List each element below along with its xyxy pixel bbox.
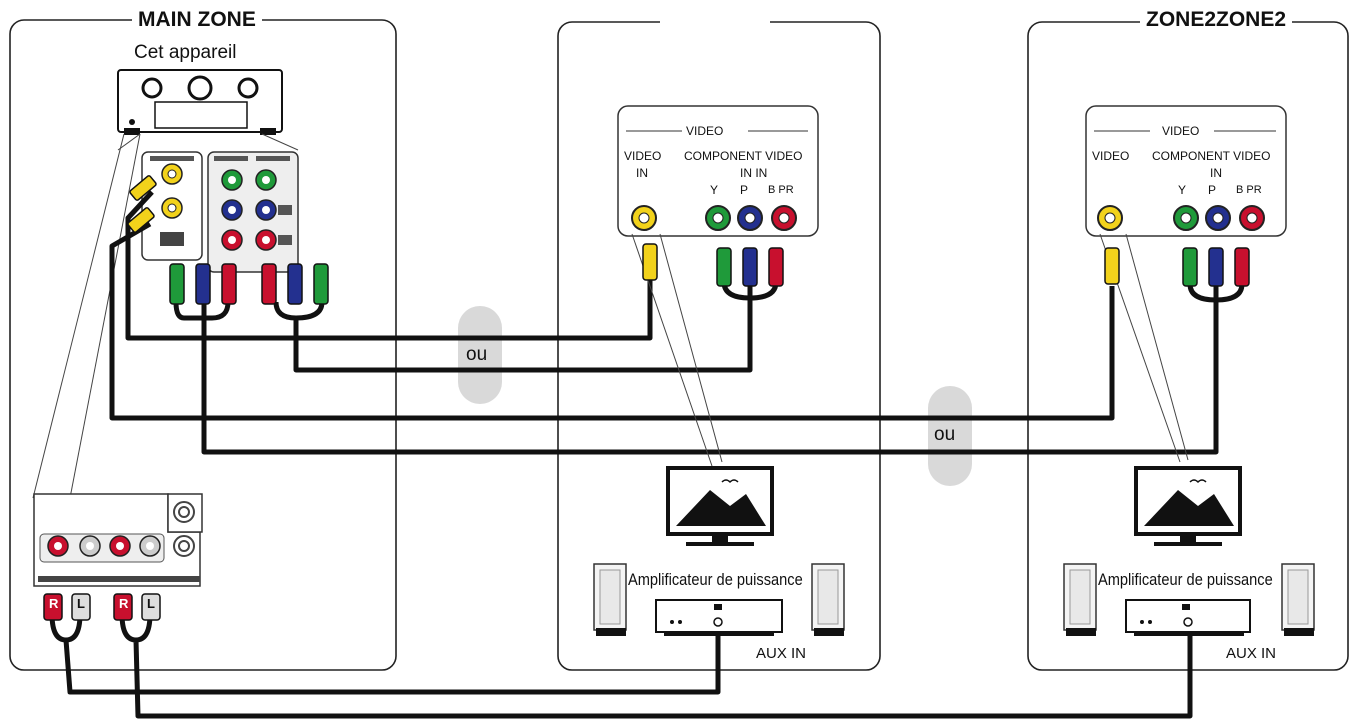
plug-l-label: L: [77, 596, 85, 611]
device-label: Cet appareil: [134, 42, 237, 63]
zone2-y-label: Y: [1178, 183, 1187, 197]
audio-plugs: [43, 593, 161, 621]
main-zone-title: MAIN ZONE: [132, 6, 262, 34]
zone2-pb-label: P: [1208, 183, 1217, 197]
tv-icon: [1134, 466, 1242, 546]
cable-video-main-mid: [125, 190, 653, 341]
amplifier-icon: [1125, 599, 1251, 636]
mid-video-in-label: VIDEO: [624, 149, 662, 163]
zone2-video-in-label: VIDEO: [1092, 149, 1130, 163]
zone2-video-group-title: VIDEO: [1162, 124, 1200, 138]
zone2-amp-label: Amplificateur de puissance: [1098, 570, 1273, 589]
mid-component-label-2: IN IN: [740, 166, 768, 180]
mid-plugs: [642, 243, 784, 287]
mid-y-label: Y: [710, 183, 719, 197]
mid-video-group-title: VIDEO: [686, 124, 724, 138]
zone2-pr-label: B PR: [1236, 184, 1262, 196]
cable-comp-main-zone2: [201, 284, 1219, 455]
cable-video-main-zone2: [109, 221, 1115, 421]
mid-pb-label: P: [740, 183, 749, 197]
plug-l-label: L: [147, 596, 155, 611]
mid-amp-label: Amplificateur de puissance: [628, 570, 803, 589]
receiver-front-icon: [117, 69, 283, 135]
plug-r-label: R: [49, 596, 59, 611]
amplifier-icon: [655, 599, 783, 636]
mid-component-label: COMPONENT VIDEO: [684, 149, 803, 163]
or-label-1: ou: [466, 344, 488, 365]
mid-aux-in-label: AUX IN: [756, 645, 807, 662]
speaker-icon: [1281, 563, 1315, 636]
main-video-plugs: [127, 175, 157, 233]
or-label-2: ou: [934, 424, 956, 445]
plug-r-label: R: [119, 596, 129, 611]
zone2-title: ZONE2ZONE2: [1140, 6, 1293, 34]
speaker-icon: [1063, 563, 1097, 636]
mid-pr-label: B PR: [768, 184, 794, 196]
zone2-video-panel: [1085, 105, 1287, 463]
zone2-aux-in-label: AUX IN: [1226, 645, 1277, 662]
cable-comp-main-mid: [173, 301, 231, 321]
receiver-audio-panel: [33, 493, 203, 587]
speaker-icon: [811, 563, 845, 636]
main-component-plugs: [169, 263, 329, 305]
zone2-component-label: COMPONENT VIDEO: [1152, 149, 1271, 163]
zone2-component-label-2: IN: [1210, 166, 1222, 180]
receiver-video-panel: [141, 151, 299, 273]
tv-icon: [666, 466, 774, 546]
or-bubble-1: [458, 306, 502, 404]
mid-video-in-label-2: IN: [636, 166, 648, 180]
speaker-icon: [593, 563, 627, 636]
or-bubble-2: [928, 386, 972, 486]
zone2-plugs: [1104, 247, 1250, 287]
mid-video-panel: [617, 105, 819, 467]
